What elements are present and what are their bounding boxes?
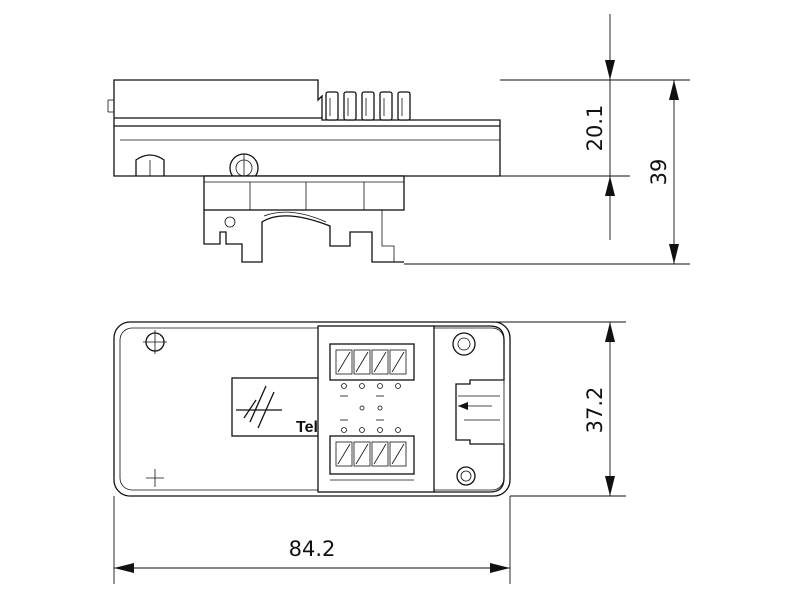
- top-dimensions: 37.2 84.2: [113, 321, 626, 584]
- dim-arrow: [605, 322, 615, 342]
- mounting-screw-icon: [452, 332, 476, 356]
- terminal-screw: [353, 349, 371, 375]
- vent-fins: [325, 91, 411, 121]
- marking-dot: [377, 427, 383, 433]
- dim-arrow: [605, 176, 615, 196]
- marking-dot: [377, 383, 383, 389]
- terminal-slot: [391, 351, 405, 373]
- marking-dot: [359, 427, 365, 433]
- terminal-slot: [373, 443, 387, 465]
- terminal-screw: [353, 441, 371, 467]
- dim-arrow: [490, 563, 510, 573]
- terminal-screw: [335, 349, 353, 375]
- terminal-slot: [337, 443, 351, 465]
- dim-arrow: [669, 244, 679, 264]
- vent-fin: [379, 91, 393, 121]
- upper-terminals: [329, 343, 415, 381]
- terminal-slot: [337, 351, 351, 373]
- vent-fin: [361, 91, 375, 121]
- arrow-icon: [458, 402, 468, 410]
- terminal-screw: [371, 441, 389, 467]
- dim-arrow: [605, 60, 615, 80]
- marking-dot: [341, 427, 347, 433]
- terminal-screw: [389, 441, 407, 467]
- logo-icon: [236, 385, 282, 429]
- marking-dot: [395, 383, 401, 389]
- side-screw-left: [135, 154, 165, 176]
- side-view: [107, 79, 501, 263]
- logo-stroke: [249, 385, 267, 423]
- side-housing-outline: [113, 79, 501, 177]
- marking-dot: [395, 427, 401, 433]
- lower-terminals: [329, 435, 415, 481]
- logo-stroke: [257, 391, 275, 429]
- marking-dot: [359, 383, 365, 389]
- terminal-slot: [373, 351, 387, 373]
- din-clip-profile: [203, 210, 404, 263]
- dim-arrow: [669, 80, 679, 100]
- din-clip-spring: [263, 211, 327, 223]
- dim-label-39: 39: [647, 159, 671, 186]
- top-housing-outline: [113, 321, 511, 497]
- marking-dot: [377, 405, 383, 411]
- marking-dot: [359, 405, 365, 411]
- din-clip-hole: [224, 216, 236, 228]
- marking-dot: [341, 383, 347, 389]
- logo-stroke: [243, 399, 257, 419]
- vent-fin: [325, 91, 339, 121]
- mounting-screw-icon: [456, 466, 476, 486]
- top-housing-inner: [119, 327, 505, 491]
- terminal-screw: [371, 349, 389, 375]
- vent-fin: [343, 91, 357, 121]
- din-clip-latch: [381, 210, 395, 262]
- dim-label-84-2: 84.2: [289, 537, 336, 561]
- terminal-slot: [355, 351, 369, 373]
- terminal-markings: [340, 383, 401, 433]
- terminal-screw: [335, 441, 353, 467]
- vent-fin: [397, 91, 411, 121]
- dim-arrow: [114, 563, 134, 573]
- terminal-row: [329, 343, 415, 381]
- dim-label-20-1: 20.1: [583, 105, 607, 152]
- terminal-housing: [434, 325, 505, 493]
- mounting-screw-icon: [460, 470, 472, 482]
- terminal-slot: [355, 443, 369, 465]
- mounting-screw-icon: [457, 337, 471, 351]
- side-dimensions: 20.1 39: [404, 14, 690, 265]
- dim-label-37-2: 37.2: [583, 387, 607, 434]
- din-clip-body: [203, 175, 405, 211]
- terminal-row: [329, 435, 415, 475]
- dim-arrow: [605, 476, 615, 496]
- terminal-screw: [389, 349, 407, 375]
- din-clip: [203, 175, 405, 263]
- top-view: Tele: [113, 321, 511, 497]
- terminal-slot: [391, 443, 405, 465]
- terminal-block: [317, 325, 435, 493]
